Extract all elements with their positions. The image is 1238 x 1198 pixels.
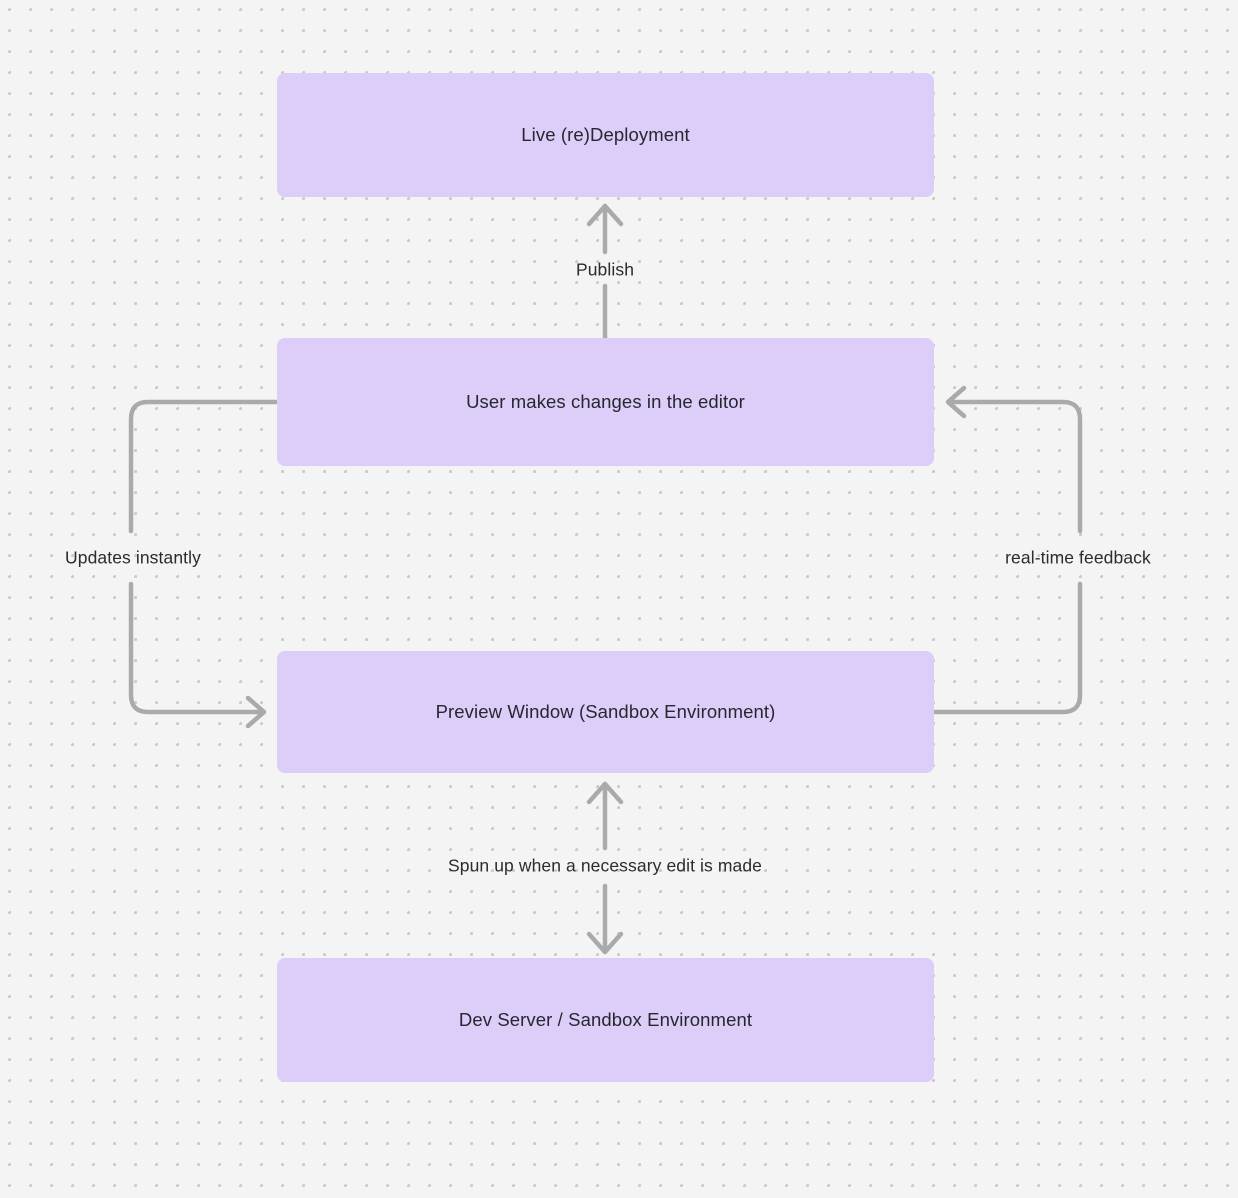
- node-live-redeployment-label: Live (re)Deployment: [521, 123, 690, 145]
- edge-label-publish: Publish: [575, 259, 635, 280]
- node-dev-server[interactable]: Dev Server / Sandbox Environment: [277, 958, 934, 1082]
- edge-label-updates-instantly: Updates instantly: [65, 547, 201, 568]
- node-preview-window-label: Preview Window (Sandbox Environment): [435, 700, 776, 722]
- node-dev-server-label: Dev Server / Sandbox Environment: [458, 1008, 753, 1030]
- edge-label-spun-up: Spun up when a necessary edit is made: [447, 855, 763, 876]
- node-preview-window[interactable]: Preview Window (Sandbox Environment): [277, 651, 934, 773]
- node-user-makes-changes[interactable]: User makes changes in the editor: [277, 338, 934, 466]
- edge-label-real-time-feedback: real-time feedback: [1005, 547, 1151, 568]
- node-live-redeployment[interactable]: Live (re)Deployment: [277, 73, 934, 197]
- node-user-makes-changes-label: User makes changes in the editor: [466, 390, 745, 412]
